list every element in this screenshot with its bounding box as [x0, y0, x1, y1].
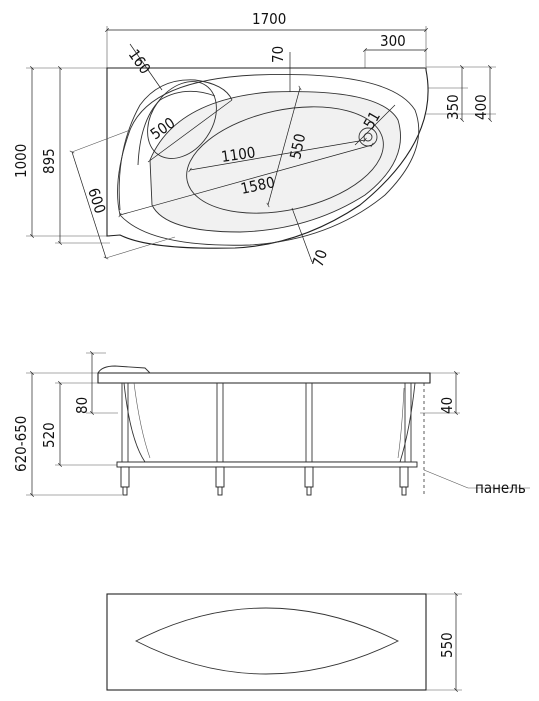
dim-80: 80 [73, 397, 91, 414]
dim-51: 51 [360, 108, 384, 132]
tub-rim-side [97, 372, 431, 384]
support-legs [120, 466, 409, 496]
dim-550-front: 550 [438, 632, 456, 658]
top-view: 1700 70 300 1000 895 350 400 160 500 550… [12, 10, 496, 269]
panel-ellipse [135, 607, 400, 675]
dim-400: 400 [472, 94, 490, 120]
dim-40: 40 [438, 397, 456, 414]
front-view: 550 [106, 592, 462, 692]
dim-300: 300 [380, 32, 406, 50]
side-view: панель 620-650 520 80 40 [12, 351, 530, 497]
panel-label: панель [475, 479, 526, 497]
dim-1000: 1000 [12, 144, 30, 178]
dim-70-top: 70 [269, 46, 287, 63]
dim-600: 600 [84, 186, 109, 216]
dim-70-bottom: 70 [309, 247, 331, 269]
dim-895: 895 [40, 148, 58, 174]
dim-1700: 1700 [252, 10, 286, 28]
dim-520: 520 [40, 422, 58, 448]
dim-620-650: 620-650 [12, 416, 30, 472]
dim-350: 350 [444, 94, 462, 120]
